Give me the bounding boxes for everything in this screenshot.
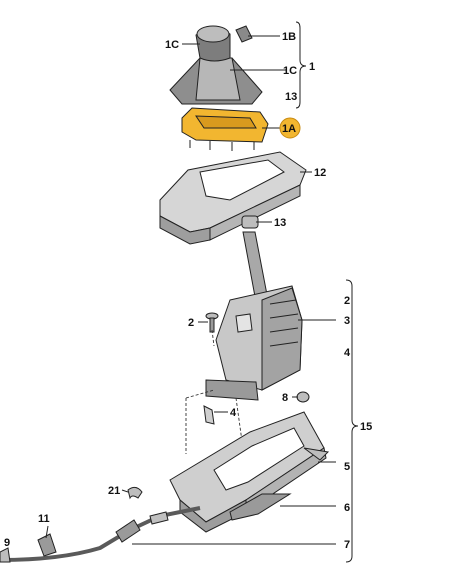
shift-cable	[0, 506, 201, 562]
label-4-left: 4	[230, 407, 237, 419]
label-1c-mid: 1C	[283, 65, 297, 77]
callout-labels: 1C 1B 1C 1 13 1A 12 13 2 2 3 4 4 8 15 5 …	[4, 31, 372, 551]
label-11: 11	[38, 513, 50, 525]
label-1: 1	[309, 61, 315, 73]
clip-part	[241, 215, 259, 229]
shift-housing-cover	[159, 151, 307, 245]
label-4-right: 4	[344, 347, 351, 359]
label-8: 8	[282, 392, 288, 404]
cable-end-part	[0, 547, 11, 563]
knob-button	[235, 25, 253, 43]
small-clip	[203, 405, 215, 425]
label-5: 5	[344, 461, 350, 473]
label-13-top: 13	[285, 91, 297, 103]
label-9: 9	[4, 537, 10, 549]
shift-rod	[242, 231, 269, 303]
nut-part	[296, 391, 310, 403]
brace-group-15	[345, 279, 359, 563]
trim-frame-highlighted	[181, 107, 269, 151]
screw-left	[205, 312, 219, 333]
leader-lines	[45, 35, 336, 545]
brace-group-1	[295, 21, 307, 109]
label-15: 15	[360, 421, 372, 433]
label-1b: 1B	[282, 31, 296, 43]
label-1a: 1A	[282, 123, 296, 135]
label-12: 12	[314, 167, 326, 179]
label-2-left: 2	[188, 317, 194, 329]
clamp-part	[127, 486, 143, 500]
label-6: 6	[344, 502, 350, 514]
label-7: 7	[344, 539, 350, 551]
label-1c-top: 1C	[165, 39, 179, 51]
bracket-part	[37, 533, 57, 557]
label-3: 3	[344, 315, 350, 327]
label-2-right: 2	[344, 295, 350, 307]
label-13-mid: 13	[274, 217, 286, 229]
gear-selector-mechanism	[205, 285, 303, 401]
pad-part	[229, 493, 292, 521]
label-21: 21	[108, 485, 120, 497]
label-1a-highlight	[279, 117, 301, 139]
